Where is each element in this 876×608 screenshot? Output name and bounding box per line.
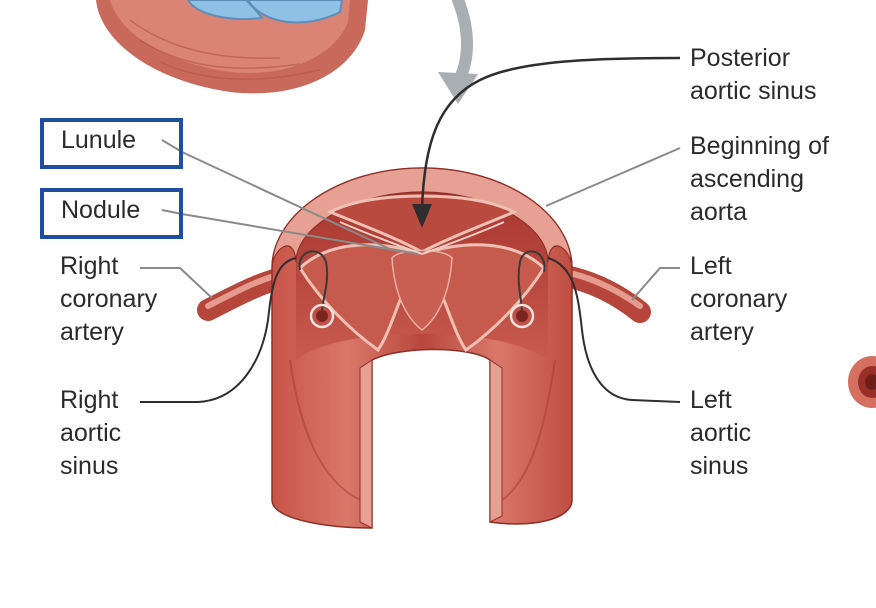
label-right-coronary-artery: Right coronary artery [60,250,157,349]
label-line: sinus [690,452,749,480]
left-coronary-ostium [509,250,546,329]
label-line: Right [60,252,119,280]
label-line: artery [690,318,754,346]
label-right-aortic-sinus: Right aortic sinus [60,384,121,483]
label-line: Beginning of [690,132,830,160]
right-coronary-leader [140,267,213,299]
posterior-sinus-arrow [412,56,681,228]
label-line: aortic [60,419,122,447]
label-line: Left [690,386,732,414]
label-left-coronary-artery: Left coronary artery [690,250,787,349]
label-nodule-text: Nodule [61,196,141,224]
label-line: coronary [60,285,158,313]
label-lunule: Lunule [61,124,136,157]
label-line: Posterior [690,44,791,72]
lunule-highlight-box [40,118,183,169]
right-sinus-leader [140,257,297,403]
label-line: Left [690,252,732,280]
label-line: coronary [690,285,788,313]
left-sinus-leader [547,257,681,403]
label-beginning-ascending-aorta: Beginning of ascending aorta [690,130,829,229]
label-line: Right [60,386,119,414]
label-nodule: Nodule [61,194,140,227]
label-line: aorta [690,198,747,226]
rotation-arrow [438,0,478,104]
label-lunule-text: Lunule [61,126,137,154]
vessel-cross-section-partial [848,356,876,408]
label-line: aortic [690,419,752,447]
label-line: sinus [60,452,119,480]
left-coronary-artery [554,265,651,323]
nodule-highlight-box [40,188,183,239]
label-line: artery [60,318,124,346]
label-line: aortic sinus [690,77,817,105]
label-posterior-aortic-sinus: Posterior aortic sinus [690,42,816,108]
aortic-valve-cusps [298,194,546,353]
right-coronary-ostium [298,250,335,329]
label-left-aortic-sinus: Left aortic sinus [690,384,751,483]
leader-lines [140,139,681,403]
ascending-aorta-leader [545,147,681,207]
valve-top-view-partial [96,0,368,94]
left-coronary-leader [631,267,680,301]
label-line: ascending [690,165,804,193]
